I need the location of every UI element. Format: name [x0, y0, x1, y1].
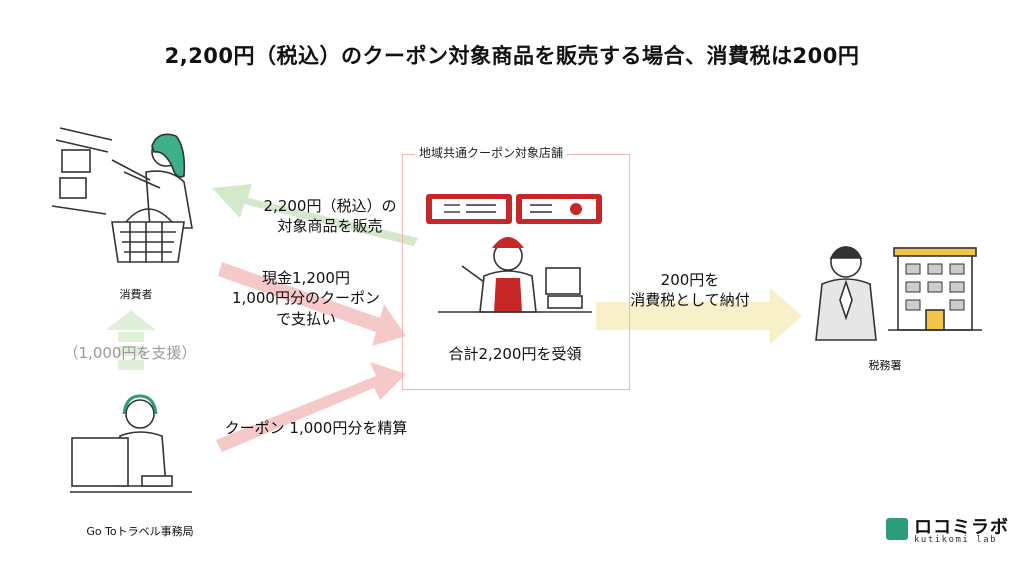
settlement-arrow [216, 362, 406, 452]
brand-logo-name: ロコミラボ [914, 517, 1009, 538]
sale-arrow-label: 2,200円（税込）の 対象商品を販売 [240, 196, 420, 237]
consumer-label: 消費者 [119, 288, 153, 301]
page-title: 2,200円（税込）のクーポン対象商品を販売する場合、消費税は200円 [164, 44, 860, 68]
payment-arrow [218, 262, 406, 346]
brand-logo-subtext: kutikomi lab [914, 535, 998, 545]
brand-logo-icon [886, 518, 908, 540]
tax-office-illustration [815, 246, 982, 341]
store-receipt-text: 合計2,200円を受領 [448, 345, 582, 363]
payment-text-line2: 1,000円分のクーポン [232, 289, 380, 308]
tax-text-line1: 200円を [660, 271, 720, 289]
payment-arrow-label: 現金1,200円 1,000円分のクーポン で支払い [206, 268, 406, 329]
store-illustration [426, 194, 602, 313]
support-arrow [106, 310, 156, 370]
tax-office-label: 税務署 [868, 359, 902, 372]
goto-illustration [70, 394, 192, 493]
goto-label: Go Toトラベル事務局 [86, 525, 194, 538]
sale-arrow [212, 184, 418, 246]
settlement-text: クーポン 1,000円分を精算 [224, 419, 408, 437]
support-text: （1,000円を支援） [63, 344, 197, 362]
store-label: 地域共通クーポン対象店舗 [415, 144, 568, 161]
tax-text-line2: 消費税として納付 [630, 291, 750, 310]
payment-text-line1: 現金1,200円 [262, 269, 350, 287]
tax-payment-arrow [596, 288, 802, 344]
sale-text-line1: 2,200円（税込）の [263, 197, 397, 215]
tax-arrow-label: 200円を 消費税として納付 [600, 270, 780, 311]
consumer-illustration [51, 127, 193, 263]
sale-text-line2: 対象商品を販売 [277, 217, 383, 236]
payment-text-line3: で支払い [275, 309, 336, 328]
